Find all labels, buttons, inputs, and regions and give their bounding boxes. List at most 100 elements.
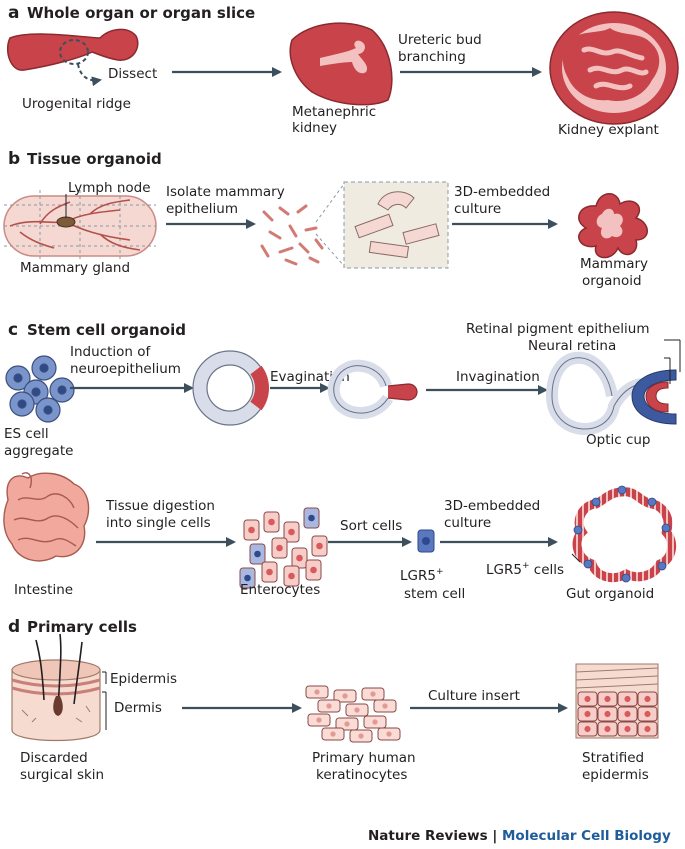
enterocyte-cell-nucleus xyxy=(266,568,273,576)
epithelium-fragments xyxy=(260,204,324,266)
keratinocyte-cell-nucleus xyxy=(358,733,364,739)
enterocyte-cell-nucleus xyxy=(310,566,317,574)
section-d: d Primary cells Epidermis Dermis Discard… xyxy=(8,617,659,783)
gut-organoid-label: Gut organoid xyxy=(566,586,654,602)
keratinocytes-label-1: Primary human xyxy=(312,750,416,766)
section-b: b Tissue organoid Lymph node Mammary gla… xyxy=(3,149,648,289)
section-d-letter: d xyxy=(8,617,20,637)
enterocyte-cell-nucleus xyxy=(268,518,275,526)
keratinocyte-cell-nucleus xyxy=(382,703,388,709)
gut-organoid-illustration xyxy=(571,485,677,583)
section-b-letter: b xyxy=(8,149,20,169)
mammary-gland-illustration xyxy=(3,190,157,262)
dermis-label: Dermis xyxy=(114,700,162,716)
keratinocytes-label-2: keratinocytes xyxy=(316,767,407,783)
embed-c-label-2: culture xyxy=(444,515,491,531)
kidney-explant-label: Kidney explant xyxy=(558,122,659,138)
keratinocyte-cell-nucleus xyxy=(314,689,320,695)
stratified-cell-nucleus xyxy=(584,710,591,718)
neuroepithelium-ring-illustration xyxy=(192,350,269,426)
mammary-organoid-label-2: organoid xyxy=(582,273,642,289)
enterocytes-label: Enterocytes xyxy=(240,582,320,598)
digest-label-1: Tissue digestion xyxy=(105,498,215,514)
stratified-cell-nucleus xyxy=(624,710,631,718)
section-a: a Whole organ or organ slice Dissect Uro… xyxy=(6,3,679,138)
enterocyte-cell-nucleus xyxy=(288,528,295,536)
metanephric-label-1: Metanephric xyxy=(292,104,376,120)
enterocyte-cell-nucleus xyxy=(308,514,315,522)
optic-cup-label: Optic cup xyxy=(586,432,651,448)
enterocyte-cell-nucleus xyxy=(288,572,295,580)
keratinocyte-cell-nucleus xyxy=(344,721,350,727)
stratified-cell-nucleus xyxy=(624,695,631,703)
enterocyte-cell-nucleus xyxy=(316,542,323,550)
lgr5-stem-label-2: stem cell xyxy=(404,586,465,602)
zoom-box xyxy=(343,181,449,269)
section-c-letter: c xyxy=(8,320,18,340)
lgr5-stem-cell-illustration xyxy=(417,529,435,553)
keratinocyte-cell-nucleus xyxy=(370,691,376,697)
es-cell-label-2: aggregate xyxy=(4,443,73,459)
epidermis-label: Epidermis xyxy=(110,671,177,687)
keratinocyte-cell-nucleus xyxy=(386,731,392,737)
skin-label-1: Discarded xyxy=(20,750,88,766)
invagination-label: Invagination xyxy=(456,369,540,385)
urogenital-ridge-label: Urogenital ridge xyxy=(22,96,131,112)
es-cell-aggregate-illustration xyxy=(5,355,75,423)
embed-c-label-1: 3D-embedded xyxy=(444,498,540,514)
digest-label-2: into single cells xyxy=(106,515,211,531)
kidney-explant-illustration xyxy=(549,11,679,125)
metanephric-label-2: kidney xyxy=(292,120,337,136)
stratified-label-1: Stratified xyxy=(582,750,644,766)
section-c-title: Stem cell organoid xyxy=(27,321,186,339)
embed-label-2: culture xyxy=(454,201,501,217)
ureteric-bud-label: Ureteric bud xyxy=(398,32,482,48)
keratinocytes-illustration xyxy=(305,685,401,743)
mammary-gland-label: Mammary gland xyxy=(20,260,130,276)
evaginated-vesicle-illustration xyxy=(327,359,418,419)
dissect-label: Dissect xyxy=(108,66,157,82)
skin-illustration xyxy=(11,633,107,742)
section-d-title: Primary cells xyxy=(27,618,137,636)
stratified-cell-nucleus xyxy=(624,725,631,733)
branching-label: branching xyxy=(398,49,466,65)
stratified-label-2: epidermis xyxy=(582,767,649,783)
stratified-cell-nucleus xyxy=(584,725,591,733)
lgr5-stem-label-1: LGR5+ xyxy=(400,567,444,584)
stratified-cell-nucleus xyxy=(604,710,611,718)
isolate-label-1: Isolate mammary xyxy=(166,184,285,200)
stratified-cell-nucleus xyxy=(644,725,651,733)
skin-label-2: surgical skin xyxy=(20,767,104,783)
urogenital-ridge-illustration xyxy=(6,28,139,87)
rpe-label: Retinal pigment epithelium xyxy=(466,321,649,337)
intestine-illustration xyxy=(3,472,90,562)
embed-label-1: 3D-embedded xyxy=(454,184,550,200)
stratified-cell-nucleus xyxy=(644,710,651,718)
optic-cup-illustration xyxy=(545,339,681,435)
keratinocyte-cell-nucleus xyxy=(326,703,332,709)
stratified-epidermis-illustration xyxy=(575,663,659,739)
stratified-cell-nucleus xyxy=(604,695,611,703)
footer-credit: Nature Reviews | Molecular Cell Biology xyxy=(368,828,671,844)
enterocyte-cell-nucleus xyxy=(254,550,261,558)
intestine-label: Intestine xyxy=(14,582,73,598)
enterocyte-cell-nucleus xyxy=(248,526,255,534)
section-a-title: Whole organ or organ slice xyxy=(27,4,255,22)
keratinocyte-cell-nucleus xyxy=(342,693,348,699)
stratified-cell-nucleus xyxy=(604,725,611,733)
induction-label-2: neuroepithelium xyxy=(70,361,181,377)
culture-insert-label: Culture insert xyxy=(428,688,520,704)
mammary-organoid-label-1: Mammary xyxy=(580,256,648,272)
stratified-cell-nucleus xyxy=(584,695,591,703)
induction-label-1: Induction of xyxy=(70,344,151,360)
section-b-title: Tissue organoid xyxy=(27,150,162,168)
lgr5-cells-label: LGR5+ cells xyxy=(486,561,564,578)
keratinocyte-cell-nucleus xyxy=(316,717,322,723)
keratinocyte-cell-nucleus xyxy=(354,707,360,713)
enterocyte-cell-nucleus xyxy=(296,554,303,562)
lymph-node-label: Lymph node xyxy=(68,180,151,196)
keratinocyte-cell-nucleus xyxy=(330,731,336,737)
metanephric-kidney-illustration xyxy=(289,22,393,106)
es-cell-label-1: ES cell xyxy=(4,426,49,442)
